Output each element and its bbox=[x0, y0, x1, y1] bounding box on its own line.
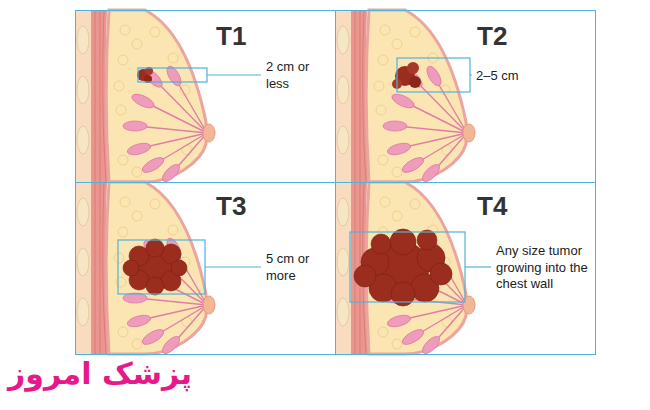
stage-panel: T2 2–5 cm bbox=[335, 10, 596, 183]
stage-panel: T4Any size tumor growing into the chest … bbox=[335, 182, 596, 355]
size-label: Any size tumor growing into the chest wa… bbox=[496, 243, 592, 294]
stage-title: T2 bbox=[477, 23, 507, 49]
stage-panel: T1 2 cm or less bbox=[75, 10, 336, 183]
size-label: 2 cm or less bbox=[266, 59, 334, 93]
stage-title: T4 bbox=[477, 193, 507, 219]
size-label: 2–5 cm bbox=[476, 68, 588, 85]
stage-title: T1 bbox=[216, 23, 246, 49]
watermark: پزشک امروز bbox=[8, 356, 192, 392]
stage-panel: T3 5 cm or more bbox=[75, 182, 336, 355]
stage-title: T3 bbox=[216, 193, 246, 219]
size-label: 5 cm or more bbox=[266, 251, 334, 285]
